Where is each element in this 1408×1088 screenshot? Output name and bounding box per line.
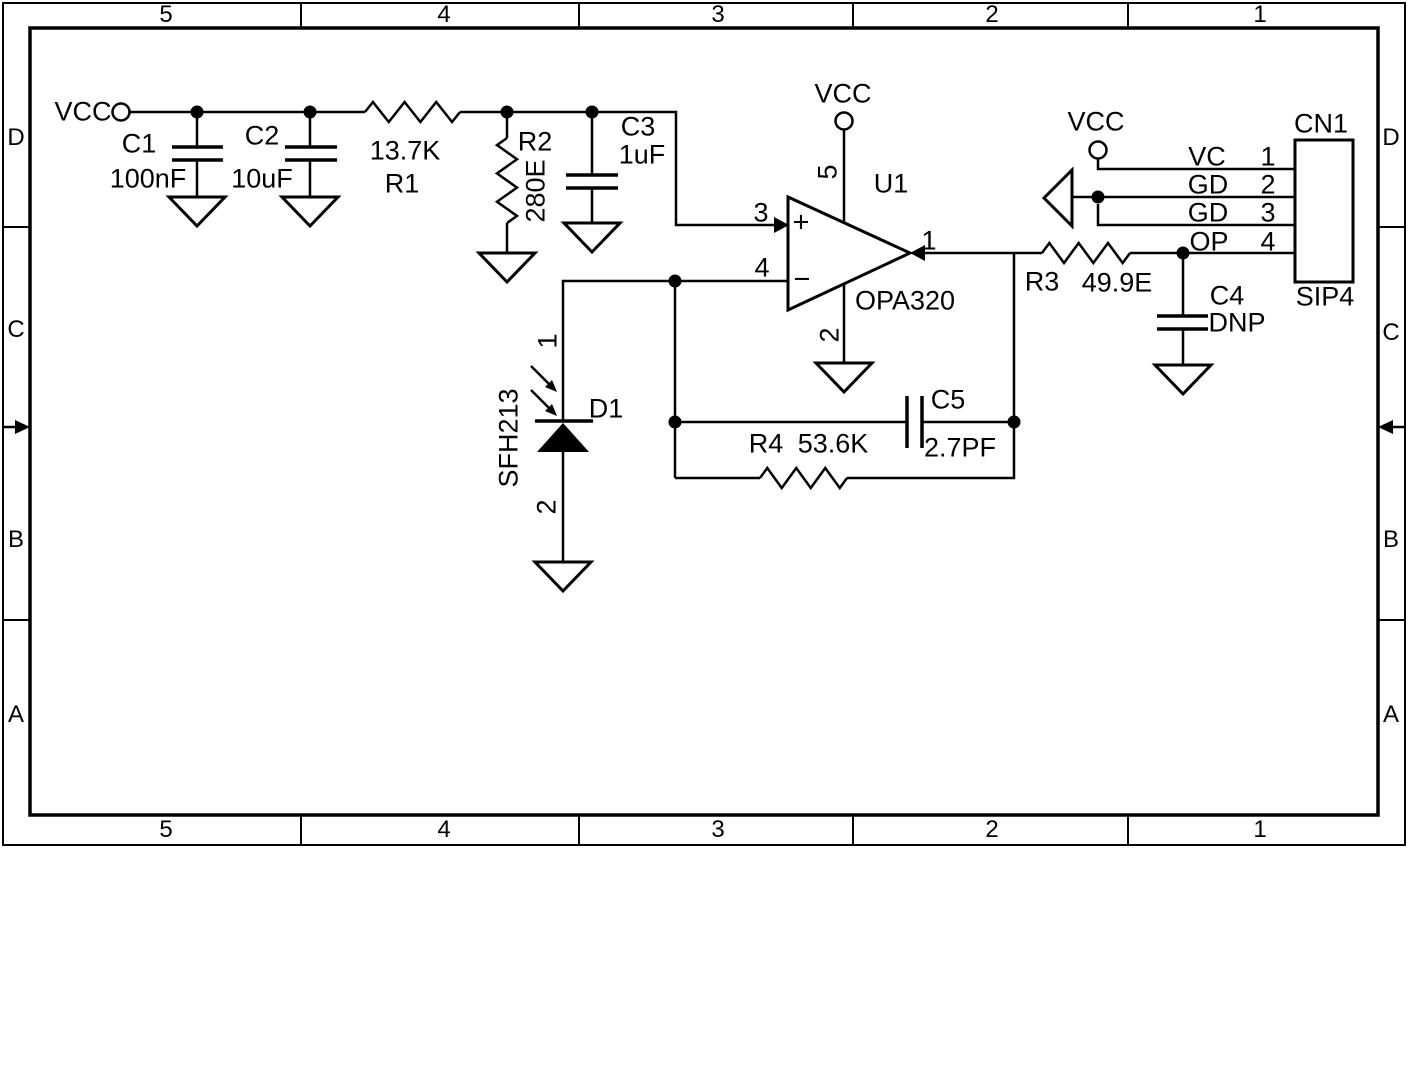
d1-pin2-label: 2 <box>531 499 562 515</box>
frame-row-label: C <box>7 316 25 343</box>
frame-row-label: A <box>7 701 25 728</box>
r1-value-label: 13.7K <box>369 135 441 166</box>
left-centering-arrow-icon <box>3 420 30 434</box>
cn1-pin4-name-label: OP <box>1189 226 1229 257</box>
r3-ref-label: R3 <box>1024 266 1060 297</box>
frame-row-label: D <box>1382 124 1400 151</box>
d1-value-label: SFH213 <box>493 388 524 488</box>
d1-pin1-label: 1 <box>532 333 563 349</box>
d1-ref-label: D1 <box>588 393 624 424</box>
r2-value-label: 280E <box>520 159 551 223</box>
r4-ref-label: R4 <box>748 428 784 459</box>
frame-col-label: 1 <box>1253 1 1267 28</box>
frame-row-label: D <box>7 124 25 151</box>
r1-ref-label: R1 <box>384 168 420 199</box>
u1-pin4-label: 4 <box>754 252 770 283</box>
c2-ref-label: C2 <box>244 120 280 151</box>
u1-pin2-label: 2 <box>814 327 845 343</box>
r3-value-label: 49.9E <box>1081 267 1153 298</box>
c4-value-label: DNP <box>1208 307 1266 338</box>
vcc-terminal-icons <box>111 102 1108 160</box>
resistor-r4-symbol <box>758 465 849 491</box>
u1-pin3-label: 3 <box>753 197 769 228</box>
u1-plus-mark: + <box>792 206 810 239</box>
photodiode-d1-symbol <box>530 365 593 452</box>
u1-pin5-label: 5 <box>812 164 843 180</box>
light-arrows-icon <box>530 365 557 416</box>
capacitor-c3-symbol <box>566 173 618 190</box>
frame-col-label: 3 <box>711 1 725 28</box>
cn1-pin1-num-label: 1 <box>1260 141 1276 172</box>
resistor-r1-symbol <box>364 99 461 125</box>
c1-ref-label: C1 <box>121 128 157 159</box>
u1-value-label: OPA320 <box>854 285 956 316</box>
right-centering-arrow-icon <box>1378 420 1405 434</box>
frame-col-label: 4 <box>437 1 451 28</box>
cn1-pin2-name-label: GD <box>1187 169 1229 200</box>
c3-ref-label: C3 <box>620 111 656 142</box>
capacitor-c4-symbol <box>1157 314 1208 331</box>
cn1-pin2-num-label: 2 <box>1260 169 1276 200</box>
wires <box>130 110 1295 562</box>
cn1-pin3-name-label: GD <box>1187 197 1229 228</box>
frame-col-label: 4 <box>437 816 451 843</box>
vcc-net-label: VCC <box>54 96 112 127</box>
c4-ref-label: C4 <box>1209 280 1245 311</box>
frame-col-label: 2 <box>985 816 999 843</box>
r4-value-label: 53.6K <box>797 428 869 459</box>
resistor-r2-symbol <box>494 136 520 225</box>
frame-col-label: 3 <box>711 816 725 843</box>
frame-col-label: 1 <box>1253 816 1267 843</box>
u1-ref-label: U1 <box>873 168 909 199</box>
junction-dots <box>190 105 1190 429</box>
frame-row-label: B <box>1382 526 1400 553</box>
cn1-pin3-num-label: 3 <box>1260 197 1276 228</box>
capacitor-c1-symbol <box>172 145 223 162</box>
connector-cn1-symbol <box>1293 138 1355 284</box>
u1-minus-mark: − <box>793 263 811 296</box>
c1-value-label: 100nF <box>109 163 187 194</box>
frame-row-label: A <box>1382 701 1400 728</box>
cn1-pin1-name-label: VC <box>1188 141 1226 172</box>
c5-value-label: 2.7PF <box>923 432 997 463</box>
cn1-pin4-num-label: 4 <box>1260 226 1276 257</box>
c2-value-label: 10uF <box>231 163 293 194</box>
capacitor-c5-symbol <box>905 396 924 448</box>
frame-row-label: C <box>1382 319 1400 346</box>
c3-value-label: 1uF <box>618 139 666 170</box>
frame-col-label: 5 <box>159 1 173 28</box>
resistor-r3-symbol <box>1040 240 1132 266</box>
frame-col-label: 2 <box>985 1 999 28</box>
vcc-net-label: VCC <box>1067 106 1125 137</box>
vcc-net-label: VCC <box>814 78 872 109</box>
cn1-value-label: SIP4 <box>1295 281 1355 312</box>
cn1-ref-label: CN1 <box>1293 108 1349 139</box>
u1-pin1-label: 1 <box>921 225 937 256</box>
frame-col-label: 5 <box>159 816 173 843</box>
r2-ref-label: R2 <box>517 126 553 157</box>
opamp-u1-symbol <box>774 194 925 313</box>
sheet-border <box>2 2 1406 846</box>
capacitor-c2-symbol <box>285 145 337 162</box>
ground-icons <box>165 166 1215 594</box>
frame-row-label: B <box>7 526 25 553</box>
c5-ref-label: C5 <box>930 384 966 415</box>
